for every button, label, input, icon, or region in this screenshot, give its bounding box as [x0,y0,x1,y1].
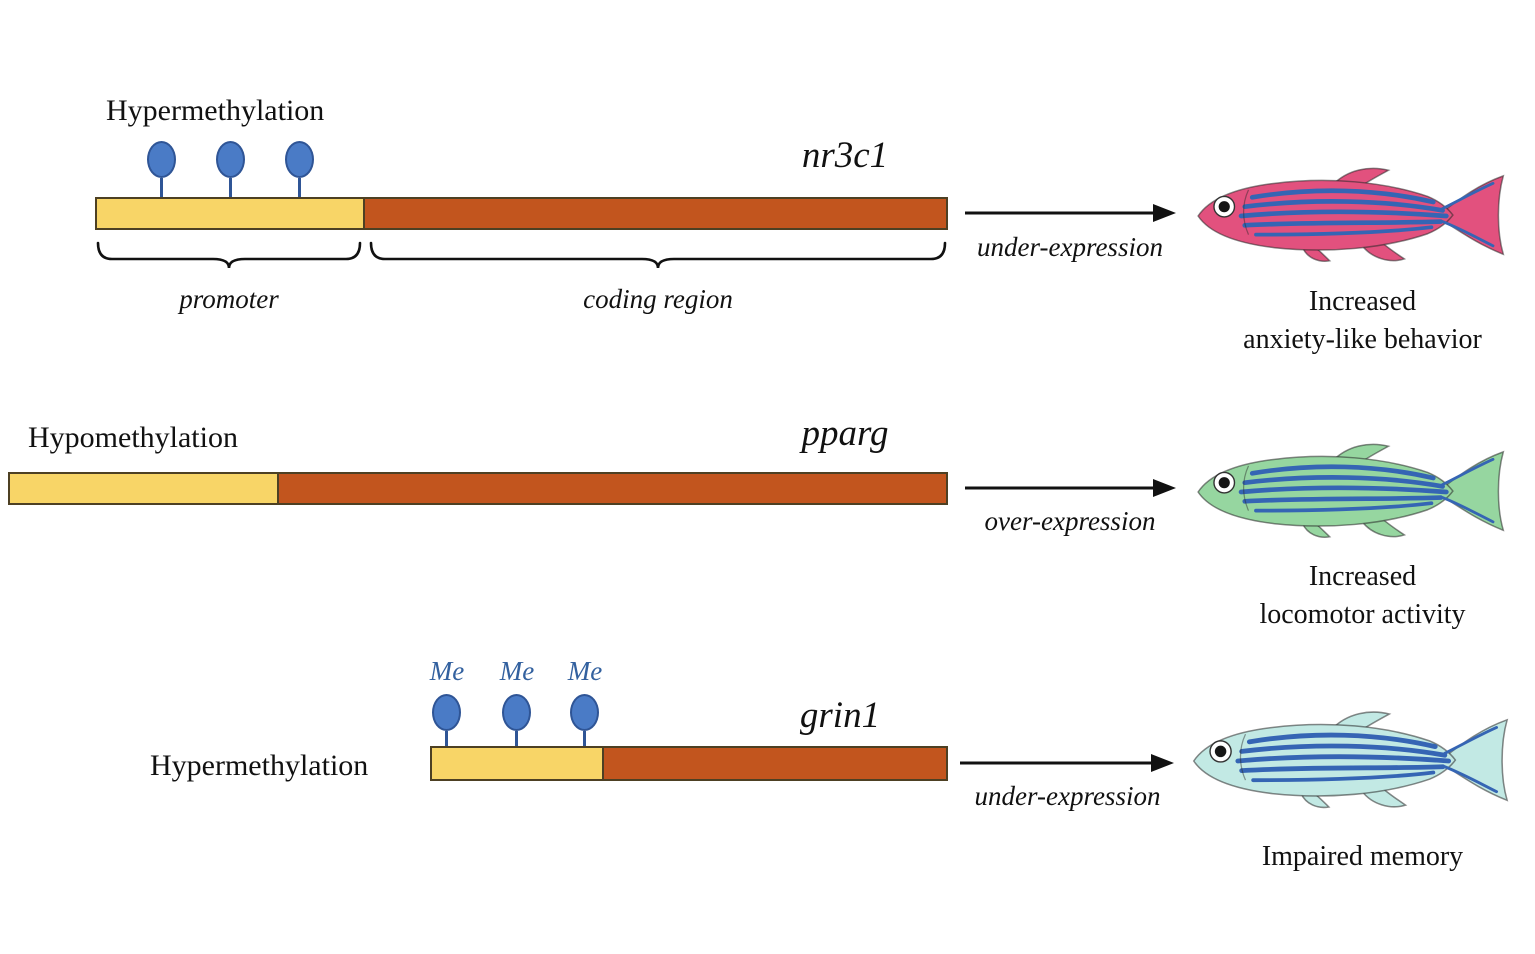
row1-gene-bar [95,197,948,230]
zebrafish-illustration [1197,167,1505,262]
methyl-circle-icon [216,141,245,178]
row2-methylation-label: Hypomethylation [28,421,238,454]
coding-region-label: coding region [583,284,733,314]
row3-expression-label: under-expression [974,781,1161,811]
row3-gene-name: grin1 [799,695,881,736]
me-annotation: Me [567,656,603,686]
fish-stripes [1235,726,1499,794]
fish-gill-line [1239,733,1247,781]
me-annotation: Me [429,656,465,686]
row2-caption: Increased locomotor activity [1190,558,1535,634]
fish-pupil [1218,477,1230,489]
promoter-region [97,199,365,228]
row1-methylation-label: Hypermethylation [106,94,325,127]
fish-tail-fin [1436,174,1505,256]
zebrafish-illustration [1197,443,1505,538]
row2-caption-line2: locomotor activity [1259,598,1466,630]
methyl-circle-icon [285,141,314,178]
methyl-mark-icon [432,694,461,748]
row1-expression-label: under-expression [977,232,1163,262]
row3-caption-line1: Impaired memory [1261,841,1464,872]
row1-gene-name: nr3c1 [801,135,889,176]
row1-caption-line1: Increased [1308,286,1417,317]
methyl-mark-icon [216,141,245,199]
row3-methylation-label: Hypermethylation [150,749,369,782]
fish-pupil [1218,201,1230,213]
fish-tail-fin [1436,450,1505,532]
fish-pupil [1214,745,1227,758]
methyl-circle-icon [432,694,461,731]
row2-caption-line1: Increased [1308,561,1417,592]
fish-stripes [1238,181,1495,248]
methyl-mark-icon [502,694,531,748]
methyl-mark-icon [147,141,176,199]
row1-caption-line2: anxiety-like behavior [1243,323,1482,355]
methyl-circle-icon [570,694,599,731]
coding-region [365,199,946,228]
coding-region [279,474,946,503]
methyl-circle-icon [147,141,176,178]
row2-expression-label: over-expression [984,506,1156,536]
methyl-stem-icon [229,178,232,199]
row1-fish [1188,160,1533,272]
methyl-stem-icon [583,731,586,748]
fish-tail-fin [1438,718,1509,802]
row3-fish [1188,702,1533,820]
fish-stripes [1238,457,1495,524]
methyl-stem-icon [160,178,163,199]
methyl-mark-icon [570,694,599,748]
row3-gene-bar [430,746,948,781]
row3-caption: Impaired memory [1190,838,1535,876]
row2-gene-name: pparg [801,413,889,454]
row2-fish [1188,436,1533,548]
methyl-circle-icon [502,694,531,731]
row1-caption: Increased anxiety-like behavior [1190,283,1535,359]
methyl-stem-icon [298,178,301,199]
methyl-stem-icon [445,731,448,748]
methyl-mark-icon [285,141,314,199]
fish-gill-line [1242,189,1250,235]
methyl-stem-icon [515,731,518,748]
zebrafish-illustration [1192,711,1509,809]
fish-gill-line [1242,465,1250,511]
row2-arrow-icon [965,479,1176,497]
promoter-label: promoter [179,284,279,314]
coding-region [604,748,946,779]
row3-arrow-icon [960,754,1174,772]
promoter-brace [96,241,362,269]
me-annotation: Me [499,656,535,686]
coding-region-brace [369,241,947,269]
row2-gene-bar [8,472,948,505]
promoter-region [432,748,604,779]
promoter-region [10,474,279,503]
row1-arrow-icon [965,204,1176,222]
